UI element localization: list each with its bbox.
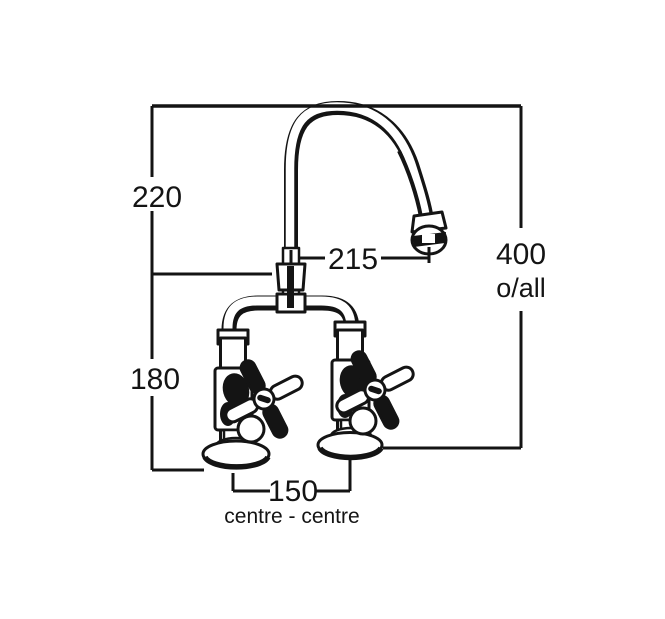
dimension-lines [150, 104, 523, 493]
left-cross-handle [224, 359, 304, 444]
dim-label-overall-suffix: o/all [496, 273, 546, 303]
riser-tee [275, 246, 307, 314]
dim-label-400: 400 [496, 238, 546, 271]
spout-nozzle [410, 210, 448, 256]
dim-label-150: 150 [268, 475, 318, 508]
dim-label-220: 220 [132, 181, 182, 214]
faucet-drawing [201, 101, 448, 470]
dimension-labels: 220 180 215 400 o/all 150 centre - centr… [130, 181, 546, 528]
right-cross-handle [335, 350, 415, 436]
dim-label-180: 180 [130, 363, 180, 396]
gooseneck-spout [284, 101, 434, 268]
dim-label-215: 215 [328, 243, 378, 276]
dim-caption-centre-centre: centre - centre [224, 505, 359, 528]
